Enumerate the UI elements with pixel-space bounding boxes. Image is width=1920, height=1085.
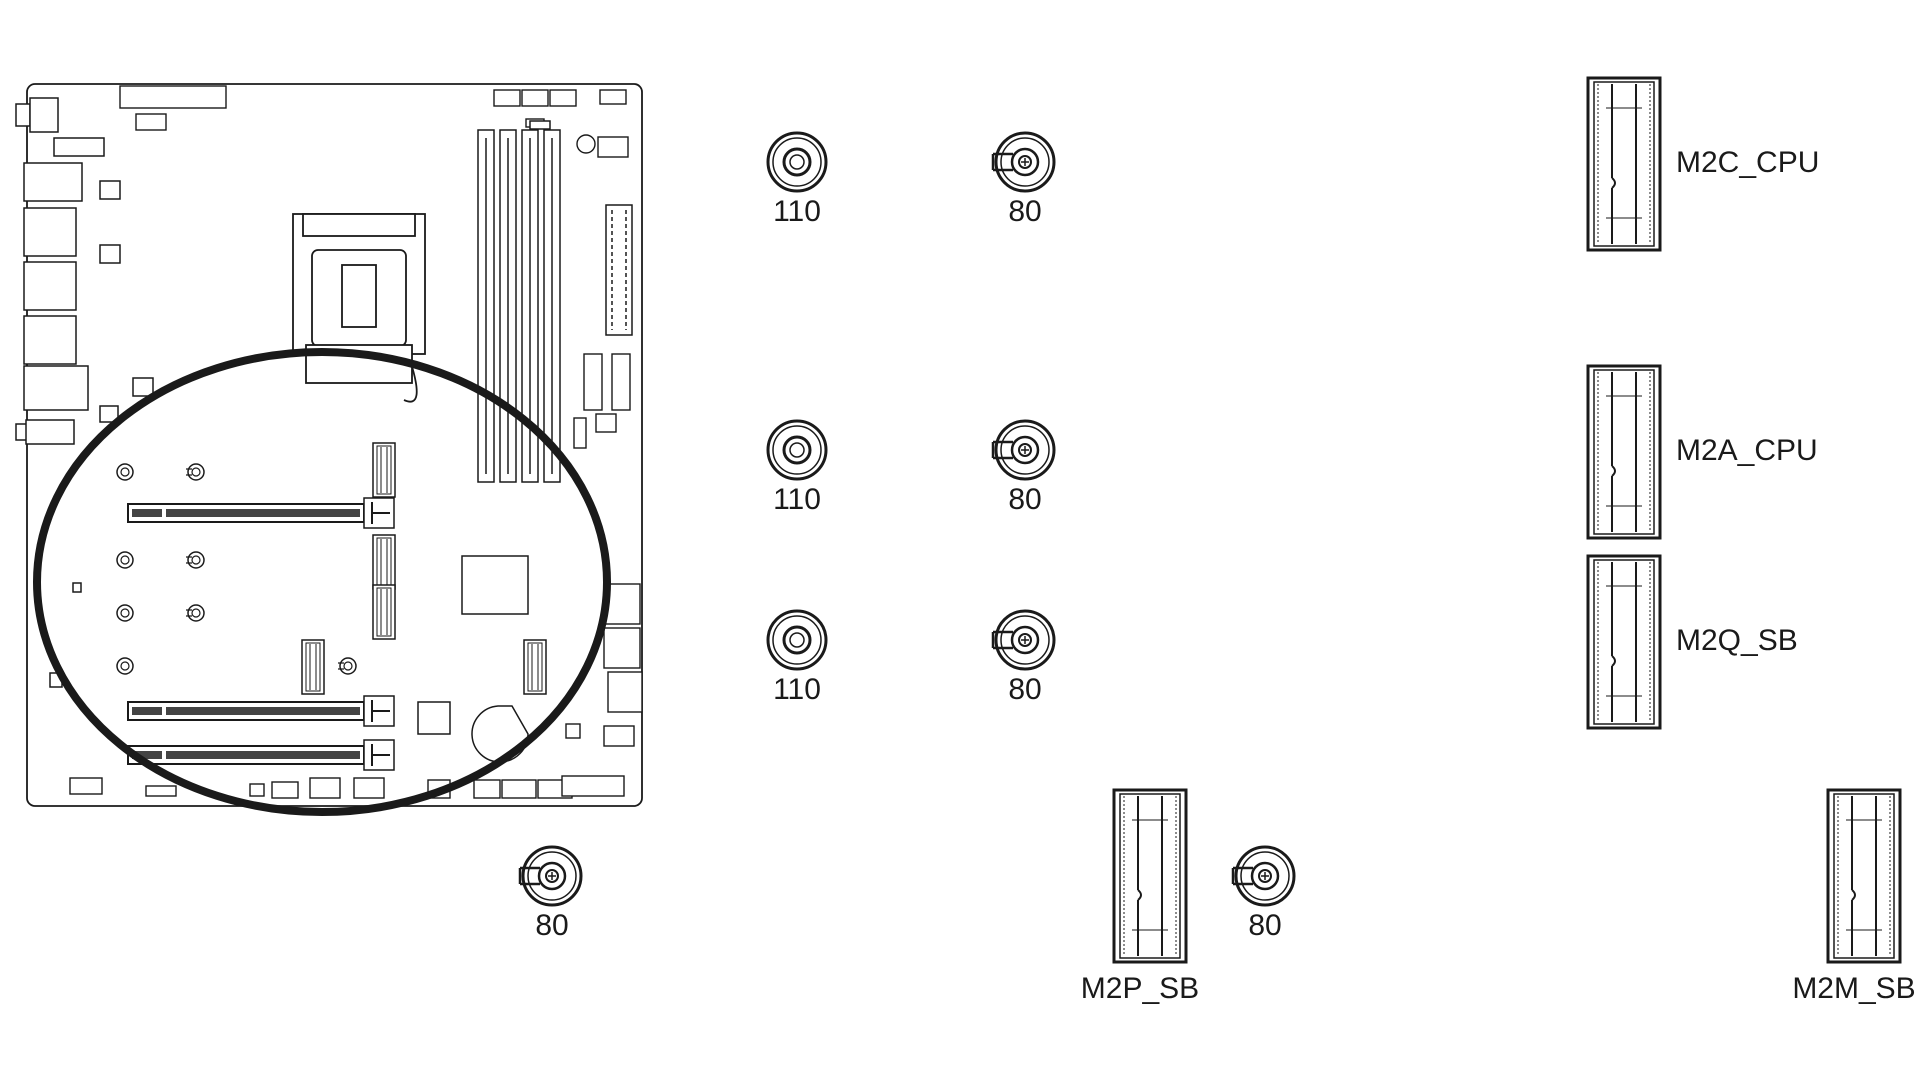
standoff-label: 80 (1008, 483, 1041, 516)
m2-slot-m2m: M2M_SB (1792, 788, 1916, 1005)
standoff-s6: 80 (991, 609, 1056, 706)
m2-slot-icon (1586, 76, 1662, 252)
board-m2-slot-4 (301, 639, 325, 695)
m2-slot-label: M2P_SB (1081, 972, 1199, 1005)
standoff-label: 80 (535, 909, 568, 942)
m2-slot-icon (1586, 364, 1662, 540)
standoff-s7: 80 (518, 845, 583, 942)
board-standoff (116, 551, 134, 569)
standoff-screw-icon (991, 419, 1056, 481)
m2-slot-icon (1826, 788, 1902, 964)
m2-slot-icon (1586, 554, 1662, 730)
m2-slot-m2p: M2P_SB (1081, 788, 1199, 1005)
standoff-s3: 110 (766, 419, 828, 516)
standoff-s8: 80 (1231, 845, 1296, 942)
board-standoff (116, 604, 134, 622)
standoff-screw-icon (1231, 845, 1296, 907)
atx-power-connector (605, 204, 633, 336)
rear-io (15, 97, 154, 445)
board-m2-slot-1 (372, 442, 396, 498)
standoff-s1: 110 (766, 131, 828, 228)
standoff-s5: 110 (766, 609, 828, 706)
standoff-label: 110 (773, 673, 821, 706)
standoff-post-icon (766, 419, 828, 481)
standoff-label: 80 (1008, 195, 1041, 228)
m2-slot-label: M2M_SB (1792, 972, 1915, 1005)
standoff-s2: 80 (991, 131, 1056, 228)
standoff-s4: 80 (991, 419, 1056, 516)
standoff-post-icon (766, 609, 828, 671)
standoff-screw-icon (991, 609, 1056, 671)
board-m2-slot-3 (372, 584, 396, 640)
m2-slot-m2q: M2Q_SB (1586, 554, 1798, 730)
board-standoff (116, 463, 134, 481)
motherboard-outline (15, 83, 643, 807)
standoff-label: 110 (773, 483, 821, 516)
m2-slot-m2c: M2C_CPU (1586, 76, 1819, 252)
board-standoff (116, 657, 134, 675)
standoff-screw-icon (991, 131, 1056, 193)
standoff-label: 110 (773, 195, 821, 228)
bottom-headers (69, 775, 625, 799)
m2-slot-label: M2Q_SB (1676, 624, 1798, 657)
standoff-label: 80 (1248, 909, 1281, 942)
cpu-socket (292, 213, 426, 403)
m2-slot-label: M2C_CPU (1676, 146, 1819, 179)
board-m2-slot-5 (523, 639, 547, 695)
m2-slot-label: M2A_CPU (1676, 434, 1818, 467)
standoff-post-icon (766, 131, 828, 193)
standoff-label: 80 (1008, 673, 1041, 706)
side-headers (565, 353, 643, 747)
m2-slot-m2a: M2A_CPU (1586, 364, 1818, 540)
m2-slot-icon (1112, 788, 1188, 964)
standoff-screw-icon (518, 845, 583, 907)
highlight-ellipse (33, 348, 611, 816)
board-m2-slot-2 (372, 534, 396, 590)
